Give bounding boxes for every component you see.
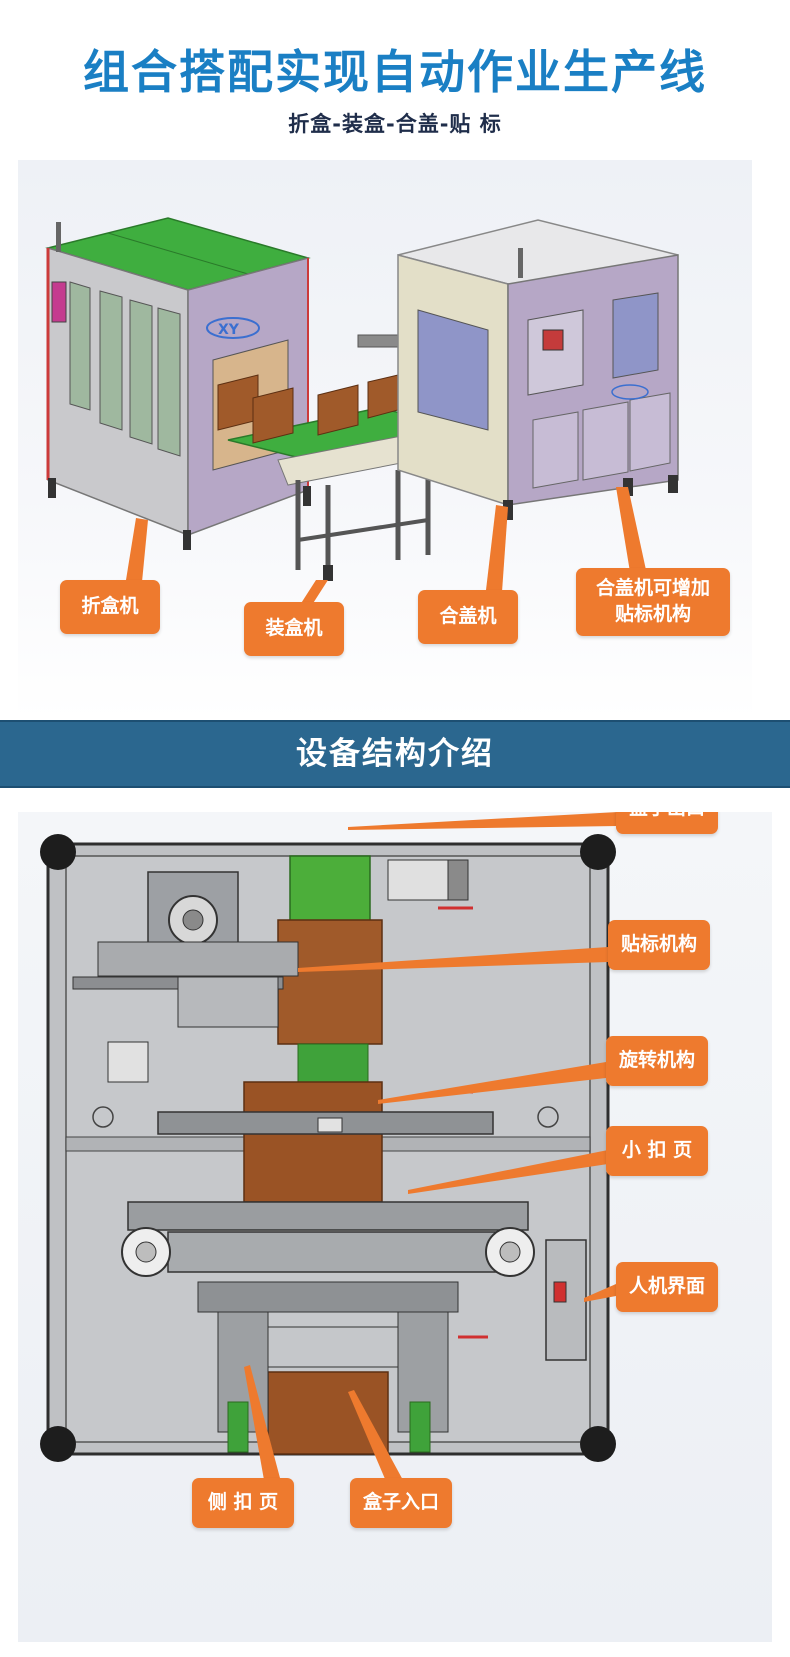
production-line-illustration: XY <box>18 160 752 720</box>
page-subtitle: 折盒-装盒-合盖-贴 标 <box>288 112 502 136</box>
structure-diagram: 盒子出口 贴标机构 旋转机构 小 扣 页 人机界面 侧 扣 页 盒子入口 <box>18 812 772 1642</box>
product-stack-entry <box>267 1371 389 1455</box>
callout-rotate-mechanism: 旋转机构 <box>606 1036 708 1086</box>
page-title: 组合搭配实现自动作业生产线 <box>83 45 707 99</box>
fold-machine-logo: XY <box>218 322 240 338</box>
callout-label-mechanism: 贴标机构 <box>608 920 710 970</box>
section-banner: 设备结构介绍 <box>0 720 790 788</box>
callout-lid-machine: 合盖机 <box>418 590 518 644</box>
structure-drawing <box>40 812 618 1486</box>
callout-lid-label-upgrade: 合盖机可增加 贴标机构 <box>576 568 730 636</box>
callout-box-exit: 盒子出口 <box>616 812 718 834</box>
callout-pack-machine: 装盒机 <box>244 602 344 656</box>
callout-hmi: 人机界面 <box>616 1262 718 1312</box>
product-stack-middle <box>243 1081 383 1203</box>
section-title: 设备结构介绍 <box>296 736 494 772</box>
production-line-drawing: XY <box>45 217 679 608</box>
callout-fold-machine: 折盒机 <box>60 580 160 634</box>
callout-side-tab: 侧 扣 页 <box>192 1478 294 1528</box>
product-stack-upper <box>277 919 383 1045</box>
callout-small-tab: 小 扣 页 <box>606 1126 708 1176</box>
callout-box-entry: 盒子入口 <box>350 1478 452 1528</box>
